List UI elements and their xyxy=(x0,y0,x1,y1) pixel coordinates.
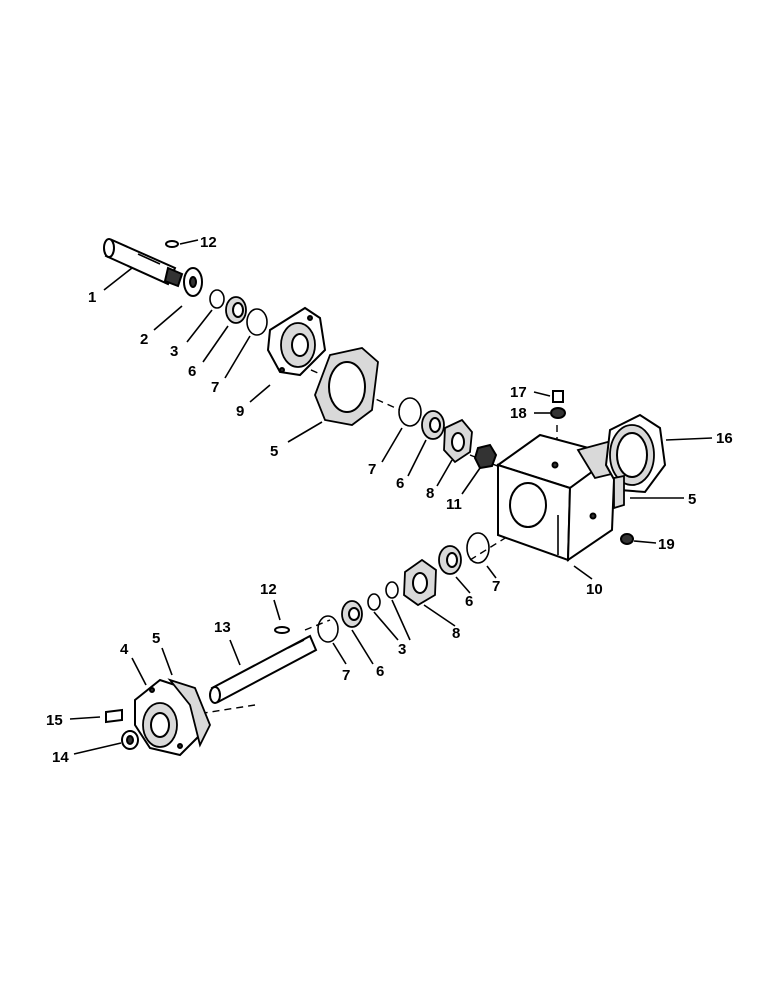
callout-2: 2 xyxy=(140,331,148,348)
end-cover-part xyxy=(604,413,667,494)
bevel-gear-part-lower xyxy=(403,558,437,607)
bearing-cone-part-upper xyxy=(225,296,247,324)
callout-3: 3 xyxy=(170,343,178,360)
plug-part xyxy=(552,390,564,403)
bearing-cup-part-right xyxy=(466,532,490,564)
leader-lines xyxy=(69,239,713,755)
callout-14: 14 xyxy=(52,749,69,766)
callout-16: 16 xyxy=(716,430,733,447)
key-part-lower xyxy=(274,626,290,634)
callout-5: 5 xyxy=(152,630,160,647)
callout-7: 7 xyxy=(368,461,376,478)
callout-6: 6 xyxy=(465,593,473,610)
bearing-cup-part-mid xyxy=(398,397,422,427)
callout-3: 3 xyxy=(398,641,406,658)
callout-1: 1 xyxy=(88,289,96,306)
callout-12: 12 xyxy=(200,234,217,251)
callout-6: 6 xyxy=(396,475,404,492)
bearing-cone-part-mid xyxy=(421,410,445,440)
gearbox-housing-part xyxy=(495,433,622,562)
bevel-gear-part-upper xyxy=(443,418,473,464)
bearing-cone-part-lower xyxy=(341,600,363,628)
bearing-cup-part-upper xyxy=(246,308,268,336)
collar-part xyxy=(183,267,203,297)
callout-7: 7 xyxy=(342,667,350,684)
callout-17: 17 xyxy=(510,384,527,401)
flange-housing-part xyxy=(134,678,211,757)
callout-8: 8 xyxy=(426,485,434,502)
callout-4: 4 xyxy=(120,641,129,658)
bearing-cone-part-right xyxy=(438,545,462,575)
input-shaft-part xyxy=(103,238,184,288)
callout-5: 5 xyxy=(688,491,696,508)
output-shaft-part xyxy=(209,634,318,704)
callout-5: 5 xyxy=(270,443,278,460)
callout-12: 12 xyxy=(260,581,277,598)
snap-ring-part-lower xyxy=(367,581,399,611)
gasket-part-upper xyxy=(314,347,379,426)
assembly-axis-lower xyxy=(159,534,511,721)
callout-6: 6 xyxy=(188,363,196,380)
callout-8: 8 xyxy=(452,625,460,642)
bearing-housing-part xyxy=(266,306,327,377)
fitting-part xyxy=(620,533,634,545)
callout-11: 11 xyxy=(446,496,462,513)
callout-13: 13 xyxy=(214,619,231,636)
callout-10: 10 xyxy=(586,581,603,598)
callout-15: 15 xyxy=(46,712,63,729)
snap-ring-part-upper xyxy=(209,289,225,309)
callout-6: 6 xyxy=(376,663,384,680)
key-part-upper xyxy=(165,240,179,248)
seal-part xyxy=(121,730,139,750)
callout-7: 7 xyxy=(492,578,500,595)
callout-7: 7 xyxy=(211,379,219,396)
nut-part xyxy=(473,443,498,470)
callout-9: 9 xyxy=(236,403,244,420)
callout-labels: 1 2 3 6 7 9 12 5 7 6 8 11 17 18 16 5 19 … xyxy=(46,234,733,766)
bearing-cup-part-lower xyxy=(317,615,339,643)
bolt-part xyxy=(105,708,123,724)
callout-18: 18 xyxy=(510,405,527,422)
callout-19: 19 xyxy=(658,536,675,553)
washer-part xyxy=(550,407,566,419)
gasket-part-right xyxy=(613,474,625,510)
